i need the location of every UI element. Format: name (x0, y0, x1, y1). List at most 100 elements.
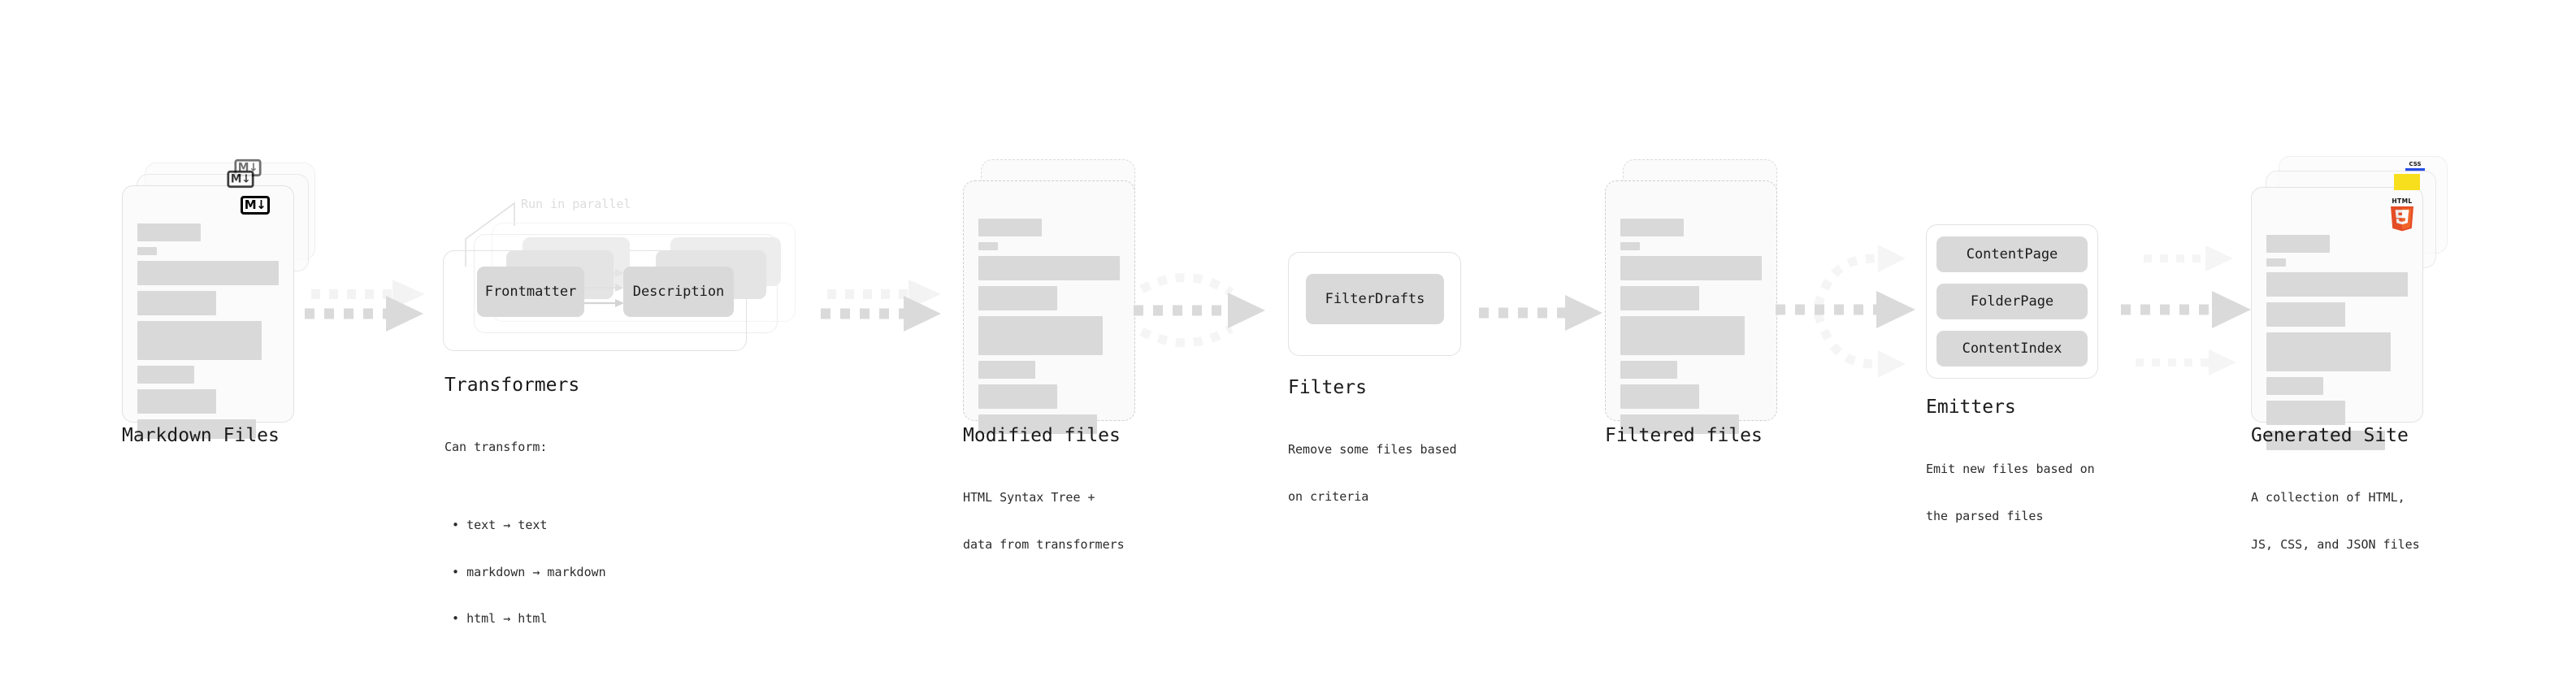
svg-text:CSS: CSS (2409, 161, 2421, 167)
caption-line: A collection of HTML, (2251, 490, 2405, 505)
stage-filters: FilterDrafts (1288, 252, 1475, 358)
skeleton-bar (2266, 401, 2346, 425)
emitters-group (1926, 224, 2098, 379)
skeleton-bar (978, 242, 999, 250)
arrow-top (2144, 245, 2233, 271)
caption-line: Remove some files based (1288, 442, 1457, 458)
arrow-ghost (827, 280, 941, 309)
skeleton-bar (978, 219, 1043, 236)
skeleton-bar (2266, 377, 2323, 395)
conn-filters-to-filtered (1479, 276, 1617, 349)
skeleton-bar (1620, 256, 1762, 280)
skeleton-bar (2266, 258, 2287, 267)
filters-group (1288, 252, 1461, 356)
stage-title-emitters: Emitters (1926, 397, 2016, 418)
skeleton-bar (137, 389, 217, 414)
emitter-chip-contentpage[interactable]: ContentPage (1936, 236, 2088, 272)
arrow-branch-lower (1139, 324, 1234, 348)
markdown-badge: M↓ (227, 170, 254, 189)
stage-caption-generated-site: A collection of HTML, JS, CSS, and JSON … (2251, 459, 2420, 584)
skeleton-bar (137, 321, 262, 360)
skeleton-bar (1620, 242, 1641, 250)
stage-title-filters: Filters (1288, 377, 1367, 398)
stage-markdown-files: M↓ M↓ M↓ (122, 158, 366, 455)
transformer-chip-frontmatter[interactable]: Frontmatter (477, 267, 584, 317)
skeleton-bar (137, 261, 279, 285)
caption-line: Emit new files based on (1926, 462, 2095, 477)
skeleton-bar (1620, 286, 1700, 310)
skeleton-bar (2266, 332, 2392, 371)
stage-caption-modified-files: HTML Syntax Tree + data from transformer… (963, 459, 1125, 584)
conn-modified-to-filters (1134, 257, 1288, 362)
conn-filtered-to-emitters (1776, 232, 1938, 395)
emitter-chip-contentindex[interactable]: ContentIndex (1936, 331, 2088, 367)
skeleton-bar (2266, 235, 2331, 253)
transformer-inner-arrows (584, 269, 624, 307)
arrow-main (2121, 291, 2251, 328)
run-in-parallel-leader (465, 202, 515, 267)
filtered-doc-front (1605, 180, 1777, 434)
arrow-branch-upper (1813, 245, 1906, 307)
stage-transformers: Run in parallel . . Frontmatter . . Desc… (443, 192, 825, 395)
skeleton-bar (1620, 414, 1740, 434)
skeleton-bar (978, 316, 1104, 355)
stage-title-markdown-files: Markdown Files (122, 425, 280, 446)
skeleton-bar (1620, 219, 1685, 236)
conn-emitters-to-site (2121, 232, 2267, 395)
skeleton-bar (2266, 272, 2408, 297)
stage-caption-emitters: Emit new files based on the parsed files (1926, 431, 2095, 556)
stage-filtered-files (1605, 159, 1849, 452)
conn-markdown-to-transformers (305, 268, 435, 349)
arrow-main (821, 296, 941, 332)
skeleton-bar (137, 366, 194, 384)
conn-transformers-to-modified (821, 268, 959, 349)
list-item: • markdown → markdown (445, 564, 606, 579)
arrow-main (1776, 291, 1915, 328)
markdown-badge: M↓ (241, 196, 270, 215)
skeleton-bar (2266, 431, 2386, 450)
list-item: • html → html (445, 611, 548, 627)
modified-doc-front (963, 180, 1135, 434)
caption-line: Can transform: (445, 440, 548, 455)
arrow-main (1134, 293, 1265, 328)
skeleton-bar (978, 256, 1120, 280)
html5-badge: HTML (2386, 196, 2418, 233)
skeleton-bar (978, 286, 1058, 310)
arrow-bottom (2136, 349, 2236, 375)
stage-title-transformers: Transformers (445, 375, 580, 396)
stage-emitters: ContentPage FolderPage ContentIndex (1926, 224, 2121, 379)
stage-caption-filters: Remove some files based on criteria (1288, 411, 1457, 536)
css3-badge: CSS (2404, 159, 2426, 172)
javascript-badge (2394, 174, 2420, 190)
skeleton-bar (2266, 302, 2346, 327)
caption-line: HTML Syntax Tree + (963, 490, 1095, 505)
skeleton-bar (1620, 384, 1700, 409)
skeleton-bar (137, 247, 158, 255)
emitter-chip-folderpage[interactable]: FolderPage (1936, 284, 2088, 319)
caption-line: on criteria (1288, 488, 1369, 504)
modified-doc-skeleton (978, 219, 1120, 434)
svg-text:HTML: HTML (2392, 197, 2412, 205)
arrow-main (1479, 295, 1602, 331)
transformer-chip-description[interactable]: Description (623, 267, 734, 317)
markdown-doc-skeleton (137, 223, 279, 439)
skeleton-bar (1620, 361, 1677, 379)
site-doc-skeleton (2266, 235, 2408, 450)
caption-line: the parsed files (1926, 508, 2044, 523)
stage-modified-files (963, 159, 1207, 452)
stage-title-modified-files: Modified files (963, 425, 1121, 446)
stage-title-filtered-files: Filtered files (1605, 425, 1763, 446)
filter-chip-filterdrafts[interactable]: FilterDrafts (1306, 274, 1444, 324)
skeleton-bar (978, 361, 1035, 379)
skeleton-bar (137, 419, 257, 439)
caption-line: JS, CSS, and JSON files (2251, 536, 2420, 552)
list-item: • text → text (445, 518, 548, 533)
site-doc-front (2251, 187, 2423, 450)
skeleton-bar (1620, 316, 1746, 355)
arrow-branch-upper (1139, 272, 1234, 297)
arrow-ghost (311, 280, 425, 309)
markdown-doc-front (122, 185, 294, 439)
arrow-branch-lower (1813, 312, 1906, 378)
skeleton-bar (978, 414, 1098, 434)
